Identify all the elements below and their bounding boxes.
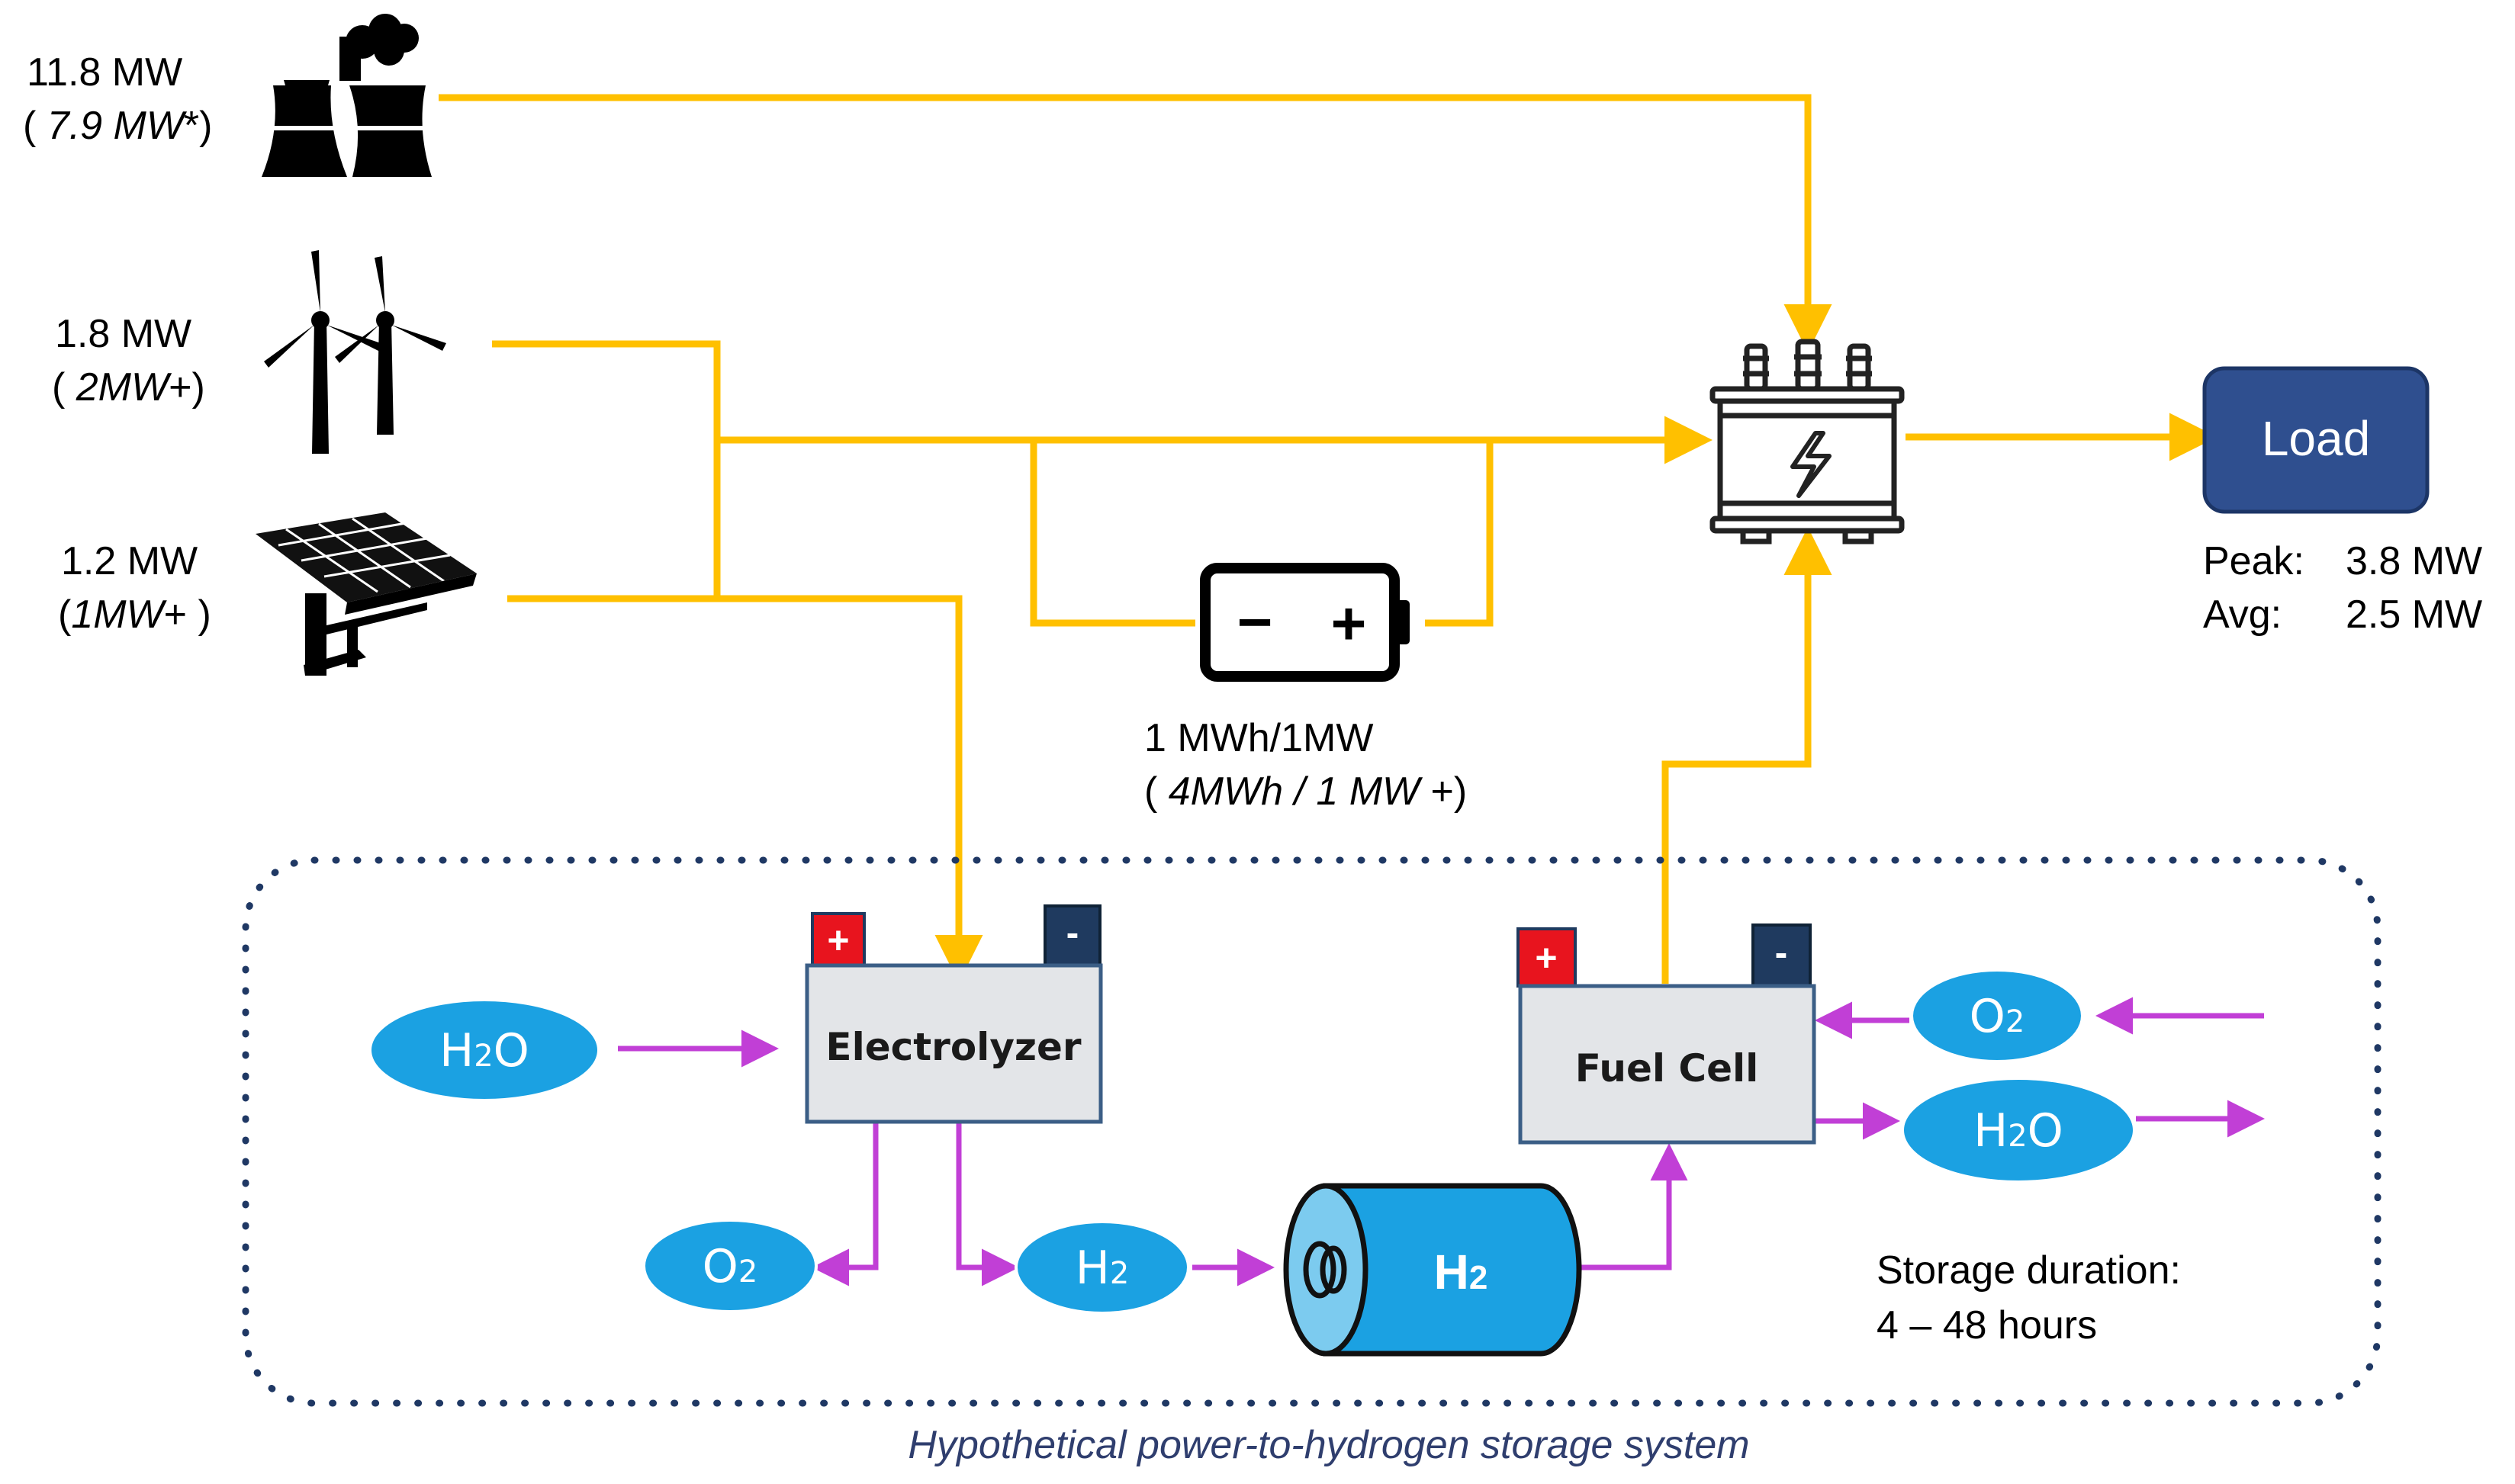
electrolyzer-minus-terminal: -	[1066, 911, 1079, 954]
fuelcell-minus-terminal: -	[1775, 931, 1788, 974]
transformer-icon	[1709, 339, 1905, 544]
water-output-bubble: H2O	[1901, 1077, 2136, 1184]
wind-turbine-icon	[264, 250, 446, 454]
electrolyzer-label: Electrolyzer	[825, 1025, 1081, 1069]
battery-minus-sign: −	[1237, 588, 1273, 656]
solar-panel-icon	[256, 512, 477, 676]
diagram-caption: Hypothetical power-to-hydrogen storage s…	[908, 1423, 1749, 1467]
solar-feed-line	[507, 595, 983, 983]
svg-text:1.2 MW: 1.2 MW	[61, 539, 198, 583]
wind-feed-line	[492, 340, 721, 599]
svg-text:Storage duration:: Storage duration:	[1877, 1248, 2181, 1293]
fuelcell-plus-terminal: +	[1535, 936, 1557, 979]
tank-to-fuelcell-arrow	[1581, 1143, 1688, 1270]
fuel-cell-label: Fuel Cell	[1575, 1046, 1759, 1091]
thermal-output-label: 11.8 MW ( 7.9 MW*)	[23, 50, 212, 148]
avg-label: Avg:	[2203, 593, 2282, 637]
svg-text:H2O: H2O	[1973, 1104, 2063, 1158]
electrolyzer-to-o2-arrow	[812, 1123, 879, 1286]
electrolyzer-box: + - Electrolyzer	[805, 904, 1103, 1124]
hydrogen-output-bubble: H2	[1015, 1220, 1190, 1315]
svg-text:4 – 48 hours: 4 – 48 hours	[1877, 1303, 2097, 1347]
svg-text:11.8 MW: 11.8 MW	[27, 50, 182, 95]
svg-text:1 MWh/1MW: 1 MWh/1MW	[1144, 716, 1373, 760]
electrolyzer-plus-terminal: +	[827, 919, 849, 962]
material-flows	[618, 997, 2265, 1286]
water-input-bubble: H2O	[368, 998, 600, 1102]
battery-icon: − +	[1200, 563, 1410, 682]
solar-output-label: 1.2 MW (1MW+ )	[58, 539, 211, 637]
electrolyzer-to-h2-arrow	[956, 1123, 1019, 1286]
load-label: Load	[2262, 411, 2370, 466]
peak-value: 3.8 MW	[2346, 539, 2482, 583]
battery-return-line	[1425, 440, 1494, 627]
svg-text:( 4MWh / 1 MW +): ( 4MWh / 1 MW +)	[1144, 769, 1467, 814]
svg-text:O2: O2	[703, 1240, 758, 1293]
svg-text:O2: O2	[1970, 990, 2025, 1043]
svg-text:H2: H2	[1434, 1245, 1488, 1299]
avg-value: 2.5 MW	[2346, 593, 2482, 637]
hydrogen-tank-icon: H2	[1283, 1183, 1582, 1357]
svg-text:( 2MW+): ( 2MW+)	[52, 365, 205, 410]
fuel-cell-box: + - Fuel Cell	[1516, 923, 1816, 1145]
load-box: Load	[2202, 366, 2430, 514]
svg-text:H2O: H2O	[439, 1024, 529, 1078]
power-plant-icon	[262, 14, 432, 177]
fuelcell-to-transformer-line	[1661, 527, 1832, 984]
svg-text:(1MW+ ): (1MW+ )	[58, 593, 211, 637]
oxygen-output-bubble: O2	[642, 1219, 818, 1313]
svg-text:( 7.9 MW*): ( 7.9 MW*)	[23, 104, 212, 148]
storage-system-boundary	[242, 856, 2382, 1407]
battery-capacity-label: 1 MWh/1MW ( 4MWh / 1 MW +)	[1144, 716, 1467, 814]
peak-label: Peak:	[2203, 539, 2304, 583]
oxygen-input-bubble: O2	[1910, 968, 2084, 1063]
wind-output-label: 1.8 MW ( 2MW+)	[52, 312, 205, 410]
battery-branch-line	[1030, 440, 1195, 627]
thermal-to-transformer-line	[439, 94, 1832, 352]
load-stats: Peak: 3.8 MW Avg: 2.5 MW	[2203, 539, 2482, 637]
power-lines	[439, 94, 2218, 984]
storage-duration-label: Storage duration: 4 – 48 hours	[1877, 1248, 2181, 1347]
svg-text:1.8 MW: 1.8 MW	[55, 312, 191, 356]
svg-text:H2: H2	[1076, 1241, 1130, 1295]
battery-plus-sign: +	[1331, 589, 1367, 657]
